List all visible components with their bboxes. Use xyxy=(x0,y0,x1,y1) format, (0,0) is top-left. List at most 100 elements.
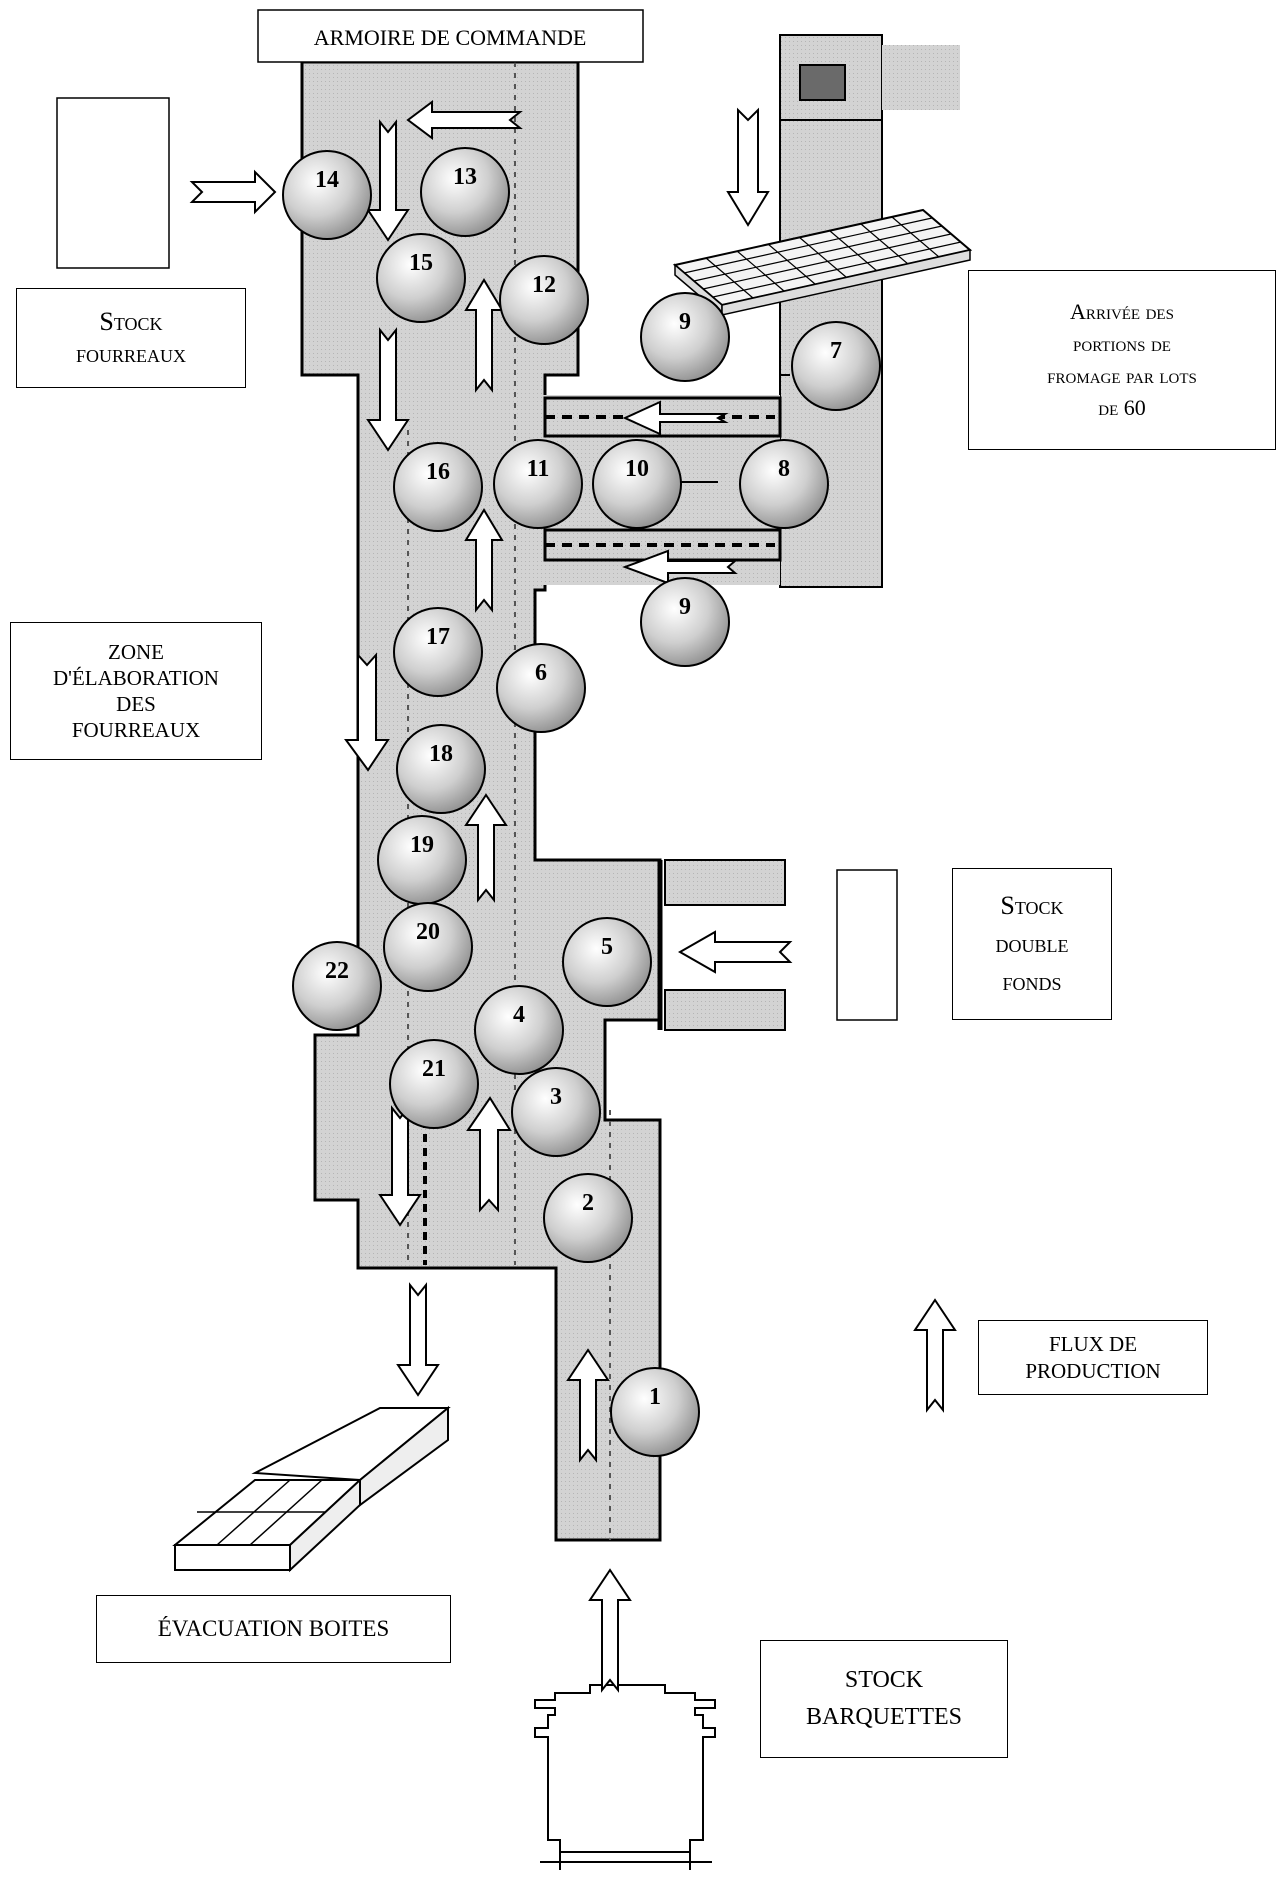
station-ball xyxy=(282,150,372,240)
station-number: 9 xyxy=(679,594,691,620)
arrow-up-11 xyxy=(464,508,504,613)
arrivee-line-3: fromage par lots xyxy=(1047,363,1197,388)
station-ball xyxy=(592,439,682,529)
zone-line-4: FOURREAUX xyxy=(71,718,201,743)
stock-double-fonds-label: Stock double fonds xyxy=(952,868,1112,1020)
station-ball xyxy=(377,815,467,905)
station-number: 11 xyxy=(527,456,550,482)
station-14: 14 xyxy=(282,150,372,240)
station-ball xyxy=(511,1067,601,1157)
station-ball xyxy=(640,292,730,382)
station-number: 14 xyxy=(315,167,339,193)
station-number: 3 xyxy=(550,1084,562,1110)
station-17: 17 xyxy=(393,607,483,697)
station-number: 16 xyxy=(426,459,450,485)
zone-line-2: D'ÉLABORATION xyxy=(53,665,219,690)
stock-double-fonds-box xyxy=(836,869,898,1021)
station-15: 15 xyxy=(376,233,466,323)
arrivee-line-4: de 60 xyxy=(1098,394,1146,420)
arrow-up-18 xyxy=(464,793,508,903)
station-number: 21 xyxy=(422,1056,446,1082)
arrow-double-fonds xyxy=(677,930,793,974)
station-ball xyxy=(474,985,564,1075)
station-11: 11 xyxy=(493,439,583,529)
station-ball xyxy=(493,439,583,529)
stock-barquettes-label: STOCK BARQUETTES xyxy=(760,1640,1008,1758)
station-3: 3 xyxy=(511,1067,601,1157)
barquettes-stack xyxy=(534,1684,716,1870)
station-16: 16 xyxy=(393,442,483,532)
station-number: 9 xyxy=(679,309,691,335)
stock-double-line-2: double xyxy=(995,929,1069,959)
arrow-down-17-18 xyxy=(344,652,390,772)
station-ball xyxy=(640,577,730,667)
title-text: ARMOIRE DE COMMANDE xyxy=(314,25,587,50)
arrow-down-14-15 xyxy=(366,119,410,242)
arrow-up-1 xyxy=(566,1348,610,1463)
cheese-grid-tray xyxy=(672,208,973,317)
station-ball xyxy=(496,643,586,733)
station-9: 9 xyxy=(640,292,730,382)
zone-line-1: ZONE xyxy=(108,639,164,664)
stock-barquettes-line-1: STOCK xyxy=(844,1666,924,1693)
stock-double-line-1: Stock xyxy=(1000,891,1064,921)
station-number: 10 xyxy=(625,456,649,482)
station-5: 5 xyxy=(562,917,652,1007)
flux-line-2: PRODUCTION xyxy=(1025,1358,1161,1383)
arrow-top-left xyxy=(406,100,523,140)
station-ball xyxy=(376,233,466,323)
station-number: 22 xyxy=(325,958,349,984)
station-1: 1 xyxy=(610,1367,700,1457)
double-fonds-upper-plate xyxy=(664,859,786,906)
station-ball xyxy=(499,255,589,345)
evacuation-text: ÉVACUATION BOITES xyxy=(157,1615,390,1641)
station-number: 19 xyxy=(410,832,434,858)
station-4: 4 xyxy=(474,985,564,1075)
station-ball xyxy=(543,1173,633,1263)
station-13: 13 xyxy=(420,147,510,237)
station-7: 7 xyxy=(791,321,881,411)
station-19: 19 xyxy=(377,815,467,905)
arrow-down-cheese xyxy=(726,107,770,227)
stock-double-line-3: fonds xyxy=(1002,966,1062,996)
arrow-down-15-16 xyxy=(366,327,410,452)
station-10: 10 xyxy=(592,439,682,529)
station-9: 9 xyxy=(640,577,730,667)
arrivee-label: Arrivée des portions de fromage par lots… xyxy=(968,270,1276,450)
flow-arrows xyxy=(189,100,957,1693)
arrivee-line-1: Arrivée des xyxy=(1070,299,1174,325)
station-number: 15 xyxy=(409,250,433,276)
arrow-upper-belt xyxy=(622,400,729,436)
title-box xyxy=(257,9,644,63)
flux-label: FLUX DE PRODUCTION xyxy=(978,1320,1208,1395)
station-20: 20 xyxy=(383,902,473,992)
station-18: 18 xyxy=(396,724,486,814)
flux-line-1: FLUX DE xyxy=(1048,1332,1138,1357)
arrivee-line-2: portions de xyxy=(1073,331,1171,357)
stock-barquettes-line-2: BARQUETTES xyxy=(806,1704,962,1730)
station-number: 6 xyxy=(535,660,547,686)
cheese-arrival-side-block xyxy=(882,45,960,110)
station-ball xyxy=(383,902,473,992)
station-ball xyxy=(562,917,652,1007)
station-ball xyxy=(420,147,510,237)
zone-label: ZONE D'ÉLABORATION DES FOURREAUX xyxy=(10,622,262,760)
station-number: 12 xyxy=(532,272,556,298)
arrow-stock-fourreaux xyxy=(189,169,277,215)
station-number: 1 xyxy=(649,1384,661,1410)
station-number: 20 xyxy=(416,919,440,945)
station-12: 12 xyxy=(499,255,589,345)
station-ball xyxy=(292,941,382,1031)
station-ball xyxy=(389,1039,479,1129)
station-22: 22 xyxy=(292,941,382,1031)
station-number: 18 xyxy=(429,741,453,767)
stock-fourreaux-line-1: Stock xyxy=(99,306,163,336)
station-number: 17 xyxy=(426,624,450,650)
evacuation-box xyxy=(172,1405,451,1573)
cheese-arrival-machine-core xyxy=(799,64,846,101)
station-ball xyxy=(396,724,486,814)
double-fonds-lower-plate xyxy=(664,989,786,1031)
station-number: 2 xyxy=(582,1190,594,1216)
